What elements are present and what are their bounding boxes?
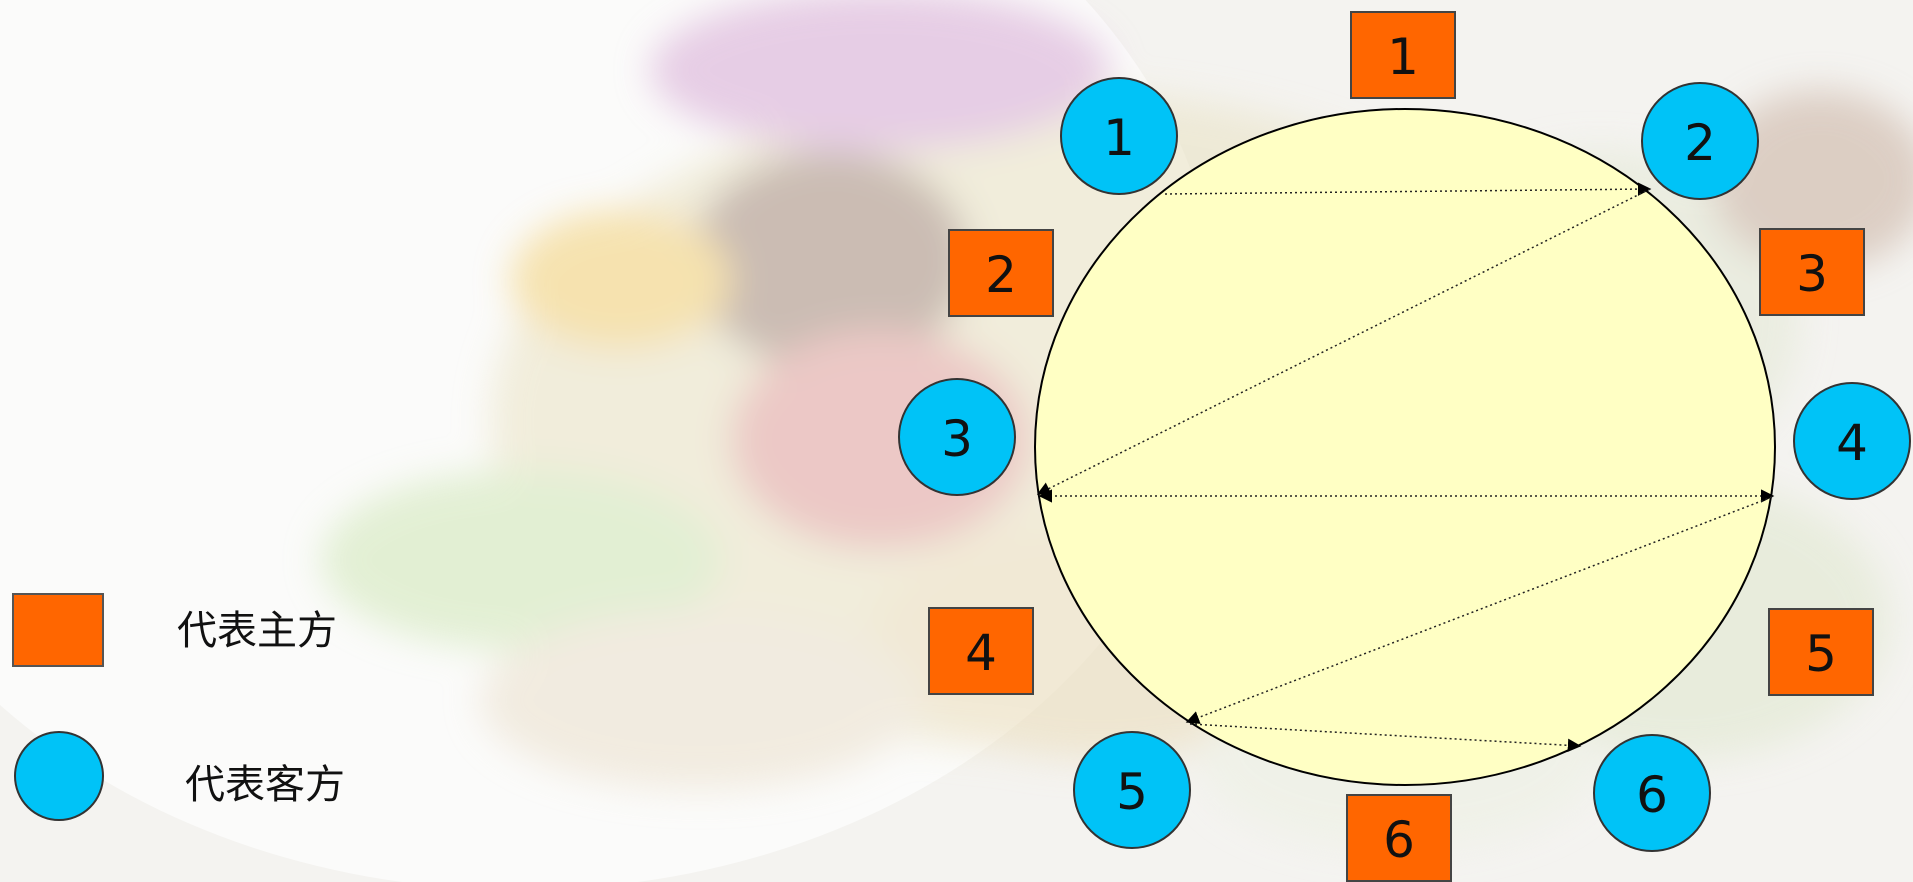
host-seats: 1 2 3 4 5 6: [928, 11, 1874, 882]
guest-seat-6: 6: [1593, 734, 1711, 852]
guest-seat-number: 5: [1116, 763, 1148, 821]
host-seat-number: 6: [1383, 811, 1415, 869]
guest-seat-2: 2: [1641, 82, 1759, 200]
guest-seats: 1 2 3 4 5 6: [898, 77, 1911, 852]
guest-seat-circle: [1793, 382, 1911, 500]
guest-seat-3: 3: [898, 378, 1016, 496]
guest-seat-1: 1: [1060, 77, 1178, 195]
guest-seat-number: 2: [1684, 114, 1716, 172]
guest-seat-5: 5: [1073, 731, 1191, 849]
host-seat-5: 5: [1768, 608, 1874, 696]
host-seat-square: [1768, 608, 1874, 696]
host-seat-3: 3: [1759, 228, 1865, 316]
legend-host-swatch: [12, 593, 104, 667]
host-seat-1: 1: [1350, 11, 1456, 99]
host-seat-2: 2: [948, 229, 1054, 317]
guest-seat-circle: [1593, 734, 1711, 852]
guest-seat-number: 4: [1836, 414, 1868, 472]
arrow-guest2-to-guest3: [1036, 188, 1651, 495]
guest-seat-circle: [1060, 77, 1178, 195]
legend-host-label: 代表主方: [177, 608, 337, 654]
host-seat-square: [948, 229, 1054, 317]
guest-seat-circle: [1073, 731, 1191, 849]
host-seat-4: 4: [928, 607, 1034, 695]
host-seat-square: [1759, 228, 1865, 316]
host-seat-number: 2: [985, 246, 1017, 304]
host-seat-6: 6: [1346, 794, 1452, 882]
host-seat-number: 3: [1796, 245, 1828, 303]
arrow-lines: [1036, 182, 1775, 753]
guest-seat-circle: [1641, 82, 1759, 200]
guest-seat-number: 1: [1103, 109, 1135, 167]
guest-seat-number: 6: [1636, 766, 1668, 824]
host-seat-square: [1350, 11, 1456, 99]
host-seat-square: [928, 607, 1034, 695]
guest-seat-number: 3: [941, 410, 973, 468]
guest-seat-circle: [898, 378, 1016, 496]
legend-guest-swatch: [14, 731, 104, 821]
guest-seat-4: 4: [1793, 382, 1911, 500]
legend-guest-label: 代表客方: [185, 762, 345, 808]
host-seat-number: 1: [1387, 28, 1419, 86]
host-seat-square: [1346, 794, 1452, 882]
arrow-guest5-to-guest6: [1189, 723, 1582, 753]
host-seat-number: 5: [1805, 625, 1837, 683]
arrow-guest1-to-guest2: [1164, 182, 1652, 196]
round-table: [1034, 108, 1776, 786]
host-seat-number: 4: [965, 624, 997, 682]
